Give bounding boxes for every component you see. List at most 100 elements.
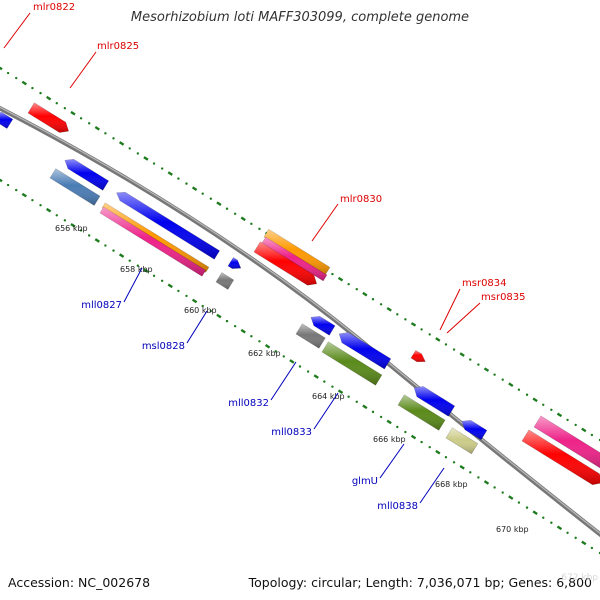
guide-dot [371, 410, 375, 414]
reverse-gene-bar-shading [0, 112, 13, 129]
guide-tick [313, 374, 319, 379]
gene-label-forward: msr0835 [481, 292, 526, 303]
tick-label: 656 kbp [55, 224, 88, 233]
guide-tick [70, 223, 76, 228]
guide-dot [15, 188, 18, 192]
guide-dot [493, 486, 496, 489]
guide-dot [250, 222, 253, 226]
gene-label-forward: msr0834 [462, 278, 507, 289]
gene-label-reverse: glmU [352, 476, 378, 487]
reverse-gene-bar-shading [116, 192, 220, 260]
map-title: Mesorhizobium loti MAFF303099, complete … [130, 10, 470, 25]
gene-bar-shading [50, 168, 100, 206]
forward-gene-bar-shading [522, 429, 600, 485]
guide-dot [347, 395, 350, 398]
guide-tick [118, 253, 125, 258]
guide-dot [379, 303, 383, 306]
guide-dot [152, 162, 156, 165]
guide-dot [209, 197, 213, 200]
guide-tick [94, 238, 100, 243]
guide-tick [362, 291, 368, 297]
backbone-highlight [0, 106, 600, 535]
guide-tick [21, 192, 27, 198]
guide-dot [525, 393, 529, 396]
gene-label-reverse: msl0828 [142, 341, 185, 352]
guide-dot [501, 491, 504, 494]
guide-dot [274, 350, 277, 353]
gene-bar-shading [296, 323, 326, 349]
guide-tick [483, 367, 490, 372]
guide-tick [191, 298, 198, 304]
guide-dot [347, 282, 350, 286]
guide-tick [70, 110, 76, 116]
guide-tick [581, 427, 587, 433]
gene-bar-shading [264, 229, 330, 275]
guide-tick [143, 268, 149, 274]
tick-label: 670 kbp [496, 525, 529, 534]
guide-dot [258, 227, 261, 231]
guide-dot [323, 380, 326, 383]
tick-label: 660 kbp [184, 306, 217, 315]
guide-tick [45, 207, 52, 213]
gene-bar-shading [398, 394, 446, 431]
guide-dot [258, 340, 261, 343]
guide-dot [79, 229, 83, 232]
guide-dot [477, 476, 480, 479]
guide-dot [225, 319, 229, 323]
guide-dot [566, 418, 569, 422]
guide-tick [386, 419, 392, 425]
guide-dot [331, 272, 334, 276]
guide-tick [0, 178, 3, 183]
leader-line [419, 467, 445, 504]
leader-line [446, 302, 481, 334]
guide-dot [420, 328, 423, 331]
gene-bar-shading [446, 427, 478, 454]
guide-dot [550, 408, 553, 412]
leader-line [439, 288, 461, 331]
leader-line [379, 443, 405, 479]
guide-tick [556, 412, 563, 418]
guide-tick [508, 382, 514, 388]
guide-tick [483, 480, 490, 485]
guide-dot [444, 343, 448, 346]
guide-dot [87, 122, 91, 125]
guide-tick [508, 495, 514, 500]
guide-dot [177, 289, 180, 293]
guide-dot [185, 294, 188, 298]
leader-line [270, 361, 297, 401]
guide-dot [501, 378, 504, 381]
guide-dot [396, 425, 399, 429]
gene-bar-shading [216, 272, 234, 290]
guide-tick [289, 359, 295, 364]
guide-dot [112, 137, 115, 140]
guide-dot [428, 445, 431, 449]
guide-dot [517, 501, 521, 504]
guide-dot [574, 536, 577, 540]
guide-dot [250, 335, 253, 338]
gene-label-reverse: mll0832 [228, 398, 269, 409]
guide-dot [63, 219, 67, 222]
tick-label: 666 kbp [373, 435, 406, 444]
guide-tick [191, 186, 198, 191]
guide-tick [362, 404, 368, 410]
gene-label-forward: mlr0822 [33, 2, 75, 13]
genome-backbone [0, 105, 600, 538]
guide-dot [396, 313, 399, 316]
guide-tick [216, 313, 222, 319]
accession-text: Accession: NC_002678 [8, 575, 151, 590]
guide-dot [177, 177, 180, 180]
guide-tick [435, 449, 441, 455]
guide-tick [94, 126, 100, 131]
guide-dot [550, 521, 553, 524]
guide-dot [79, 117, 83, 120]
guide-tick [264, 344, 271, 349]
guide-dot [420, 440, 423, 444]
guide-dot [128, 259, 131, 262]
forward-gene-bar-shading [28, 102, 69, 133]
tick-label: 664 kbp [312, 392, 345, 401]
guide-tick [167, 171, 173, 176]
guide-tick [240, 216, 246, 222]
backbone-line [0, 105, 600, 538]
